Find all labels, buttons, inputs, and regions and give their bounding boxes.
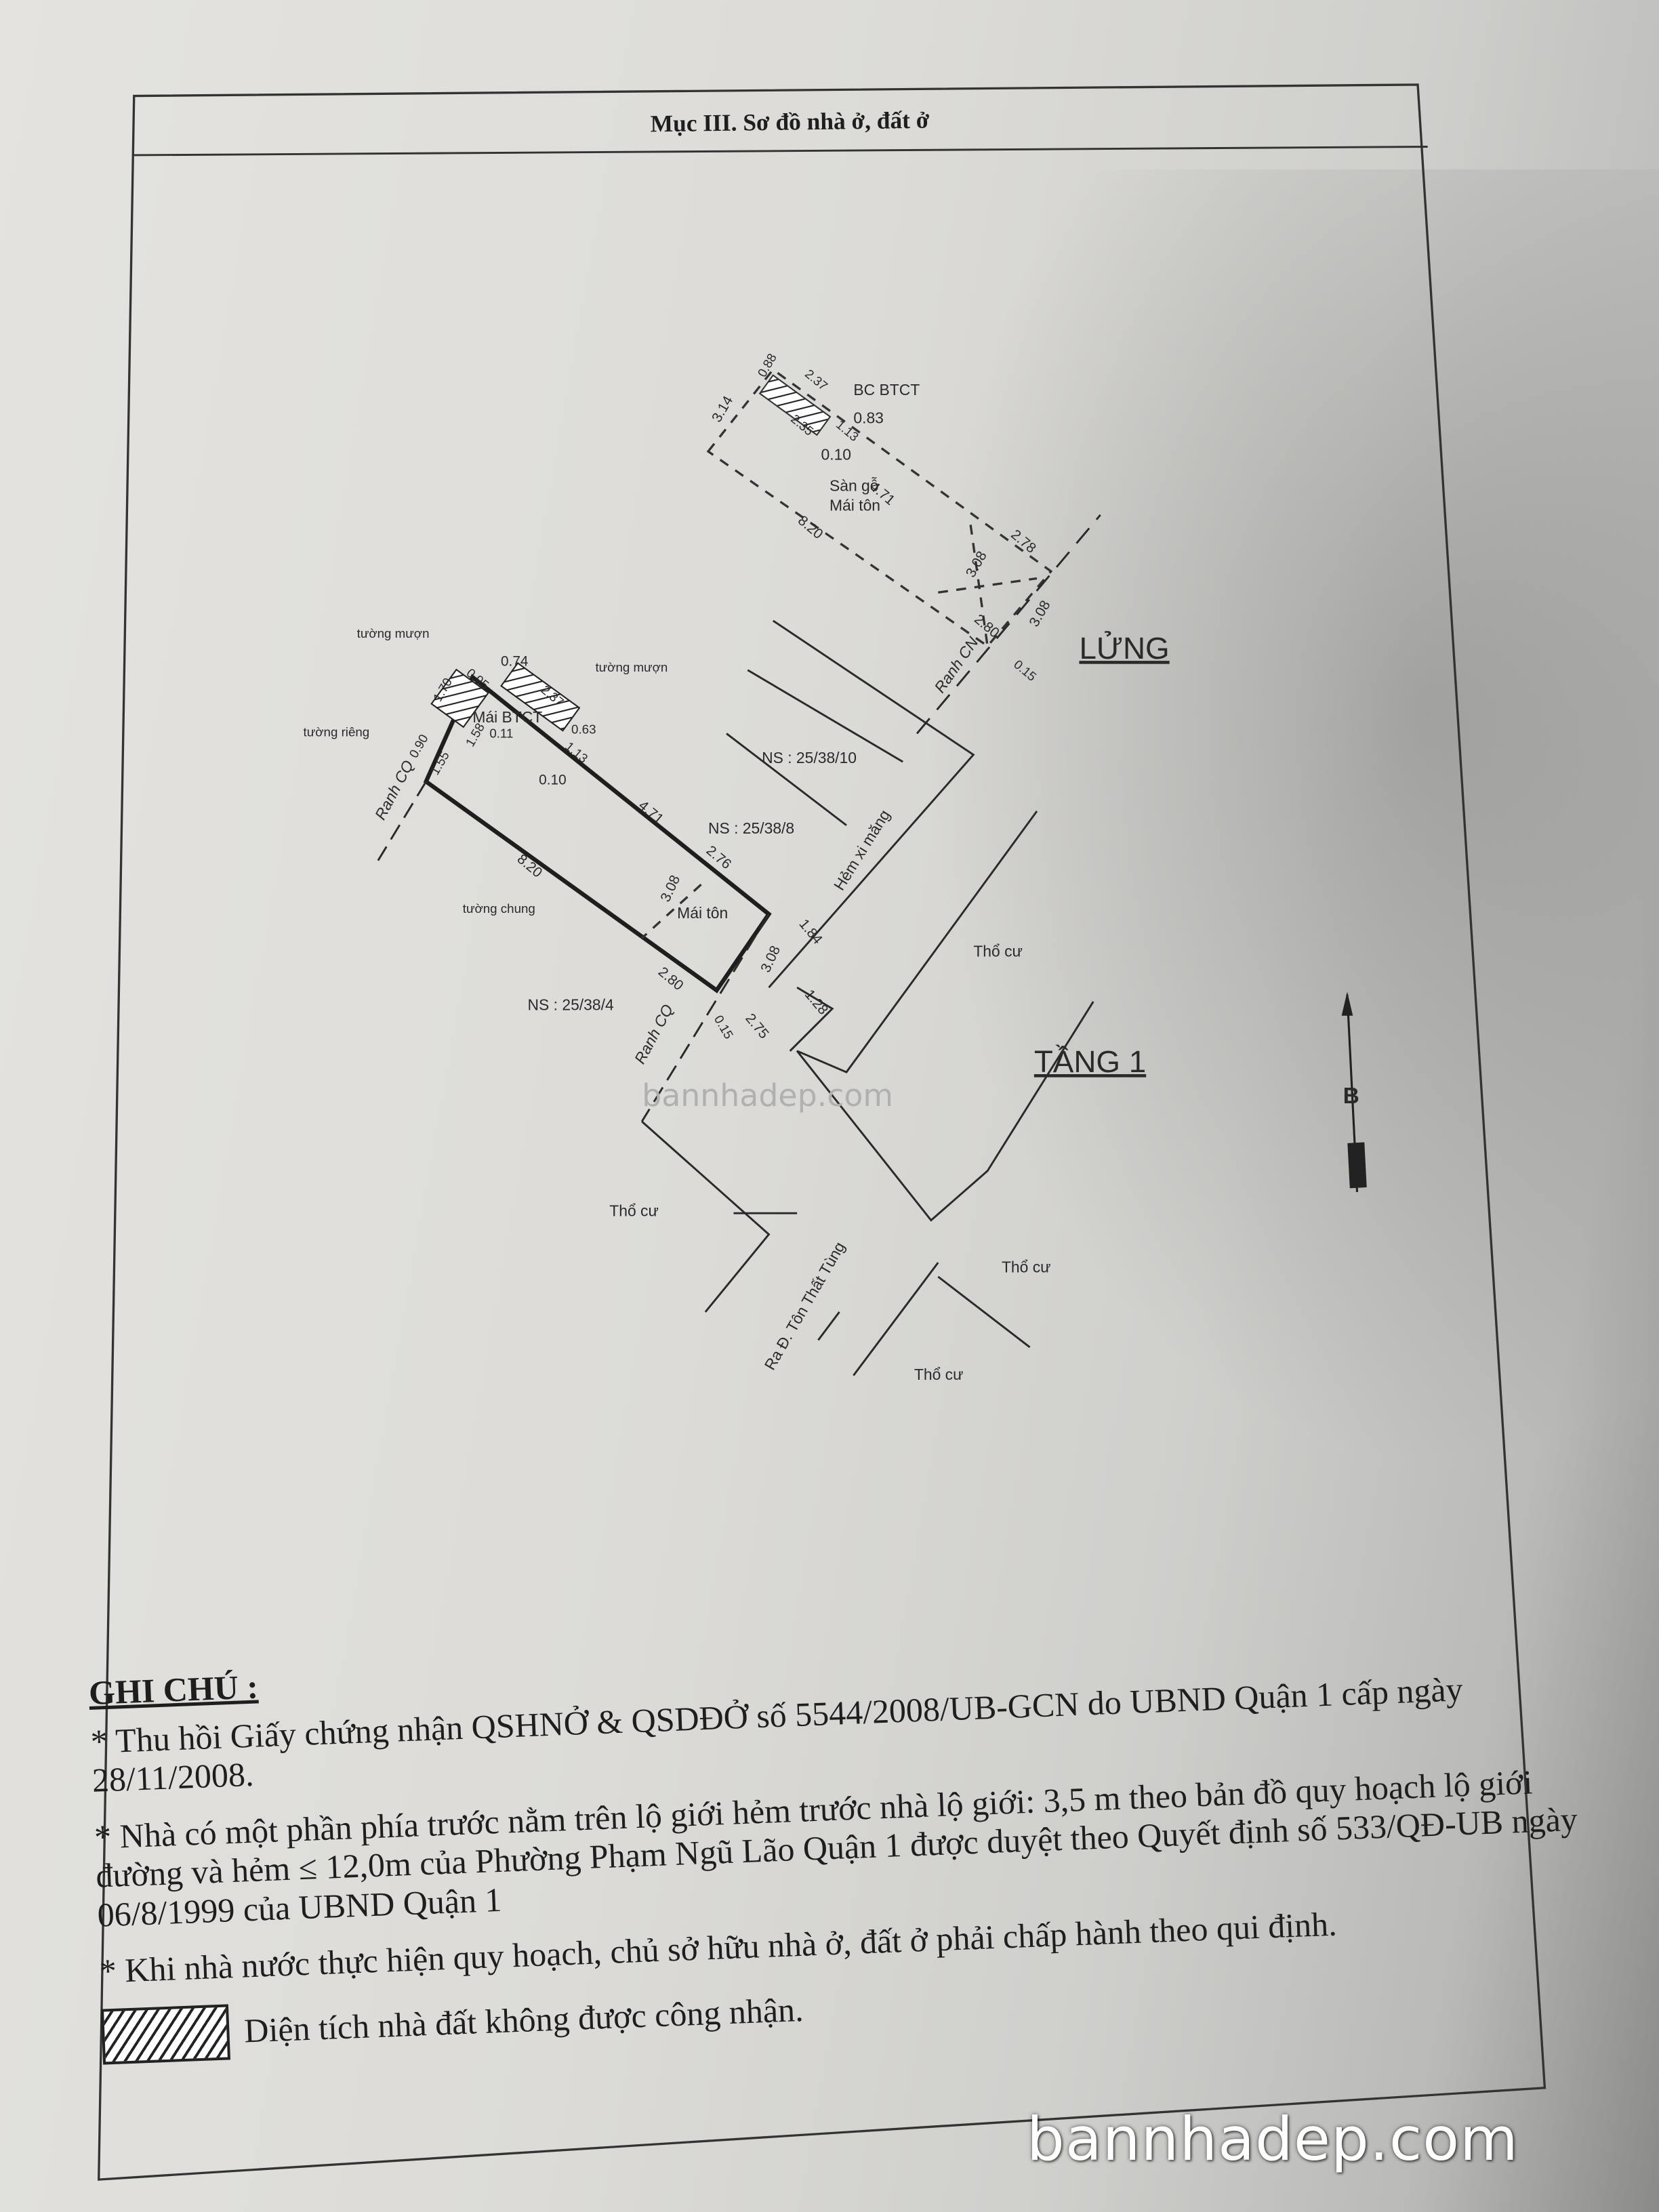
section-title: Mục III. Sơ đồ nhà ở, đất ở [650, 106, 930, 138]
dimension-label: 4.71 [636, 798, 667, 827]
dimension-label: 0.74 [501, 654, 528, 670]
page-frame [98, 83, 1547, 2181]
dimension-label: NS : 25/38/10 [762, 749, 857, 766]
dimension-label: Thổ cư [914, 1366, 964, 1383]
dimension-label: tường chung [463, 901, 535, 916]
floor-label-ground: TẦNG 1 [1034, 1044, 1146, 1079]
dimension-label: 0.11 [489, 726, 513, 741]
dimension-label: 1.84 [796, 916, 825, 947]
dimension-label: 0.63 [571, 722, 596, 736]
dimension-label: Thổ cư [1002, 1258, 1051, 1276]
dimension-label: Mái BTCT [472, 708, 542, 726]
dimension-label: 2.75 [742, 1010, 772, 1042]
dimension-label: 0.10 [539, 772, 566, 787]
dimension-label: 0.15 [712, 1012, 736, 1041]
dimension-label: Thổ cư [973, 942, 1023, 960]
dimension-label: NS : 25/38/4 [528, 996, 614, 1013]
north-label: B [1343, 1084, 1359, 1109]
dimension-label: Mái tôn [830, 497, 880, 514]
notes-section: GHI CHÚ : * Thu hồi Giấy chứng nhận QSHN… [88, 1617, 1593, 2065]
dimension-label: 2.78 [1008, 527, 1039, 556]
dimension-label: Sàn gỗ [830, 476, 879, 494]
title-divider [134, 146, 1428, 157]
dimension-label: tường mượn [595, 660, 668, 674]
dimension-label: tường mượn [357, 626, 430, 640]
floor-label-mezzanine: LỬNG [1079, 630, 1169, 665]
dimension-label: 2.80 [655, 964, 687, 994]
dimension-label: 0.83 [853, 409, 884, 426]
dimension-label: tường riêng [304, 725, 370, 739]
corner-watermark: bannhadep.com [1027, 2104, 1519, 2174]
north-arrow-icon: B [1341, 991, 1367, 1193]
dimension-label: 3.08 [1026, 598, 1053, 630]
dimension-label: 2.37 [802, 367, 830, 394]
ground-floor-plan: tường mượn tường mượn tường riêng tường … [304, 619, 1094, 1383]
dimension-label: Ranh CQ [631, 1001, 677, 1067]
dimension-label: 3.08 [657, 873, 683, 904]
dimension-label: Thổ cư [609, 1202, 659, 1219]
dimension-label: NS : 25/38/8 [708, 819, 794, 837]
dimension-label: Ranh CN [930, 634, 982, 696]
dimension-label: 1.13 [562, 739, 590, 766]
dimension-label: 3.08 [963, 548, 990, 580]
dimension-label: Mái tôn [677, 904, 728, 922]
dimension-label: 0.90 [406, 732, 430, 760]
dimension-label: 3.08 [758, 943, 783, 975]
dimension-label: 8.20 [514, 851, 546, 881]
center-watermark: bannhadep.com [642, 1077, 893, 1113]
hatch-legend-icon [100, 2003, 230, 2065]
mezzanine-plan: BC BTCT 0.83 0.10 Sàn gỗ Mái tôn 4.71 2.… [706, 351, 1101, 735]
dimension-label: 0.10 [821, 446, 852, 464]
dimension-label: 0.15 [1011, 657, 1039, 684]
dimension-label: 0.88 [755, 351, 779, 380]
dimension-label: 8.20 [795, 512, 826, 542]
dimension-label: BC BTCT [853, 381, 920, 398]
dimension-label: Ranh CQ [371, 757, 417, 823]
dimension-label: Ra Đ. Tôn Thất Tùng [761, 1239, 848, 1373]
